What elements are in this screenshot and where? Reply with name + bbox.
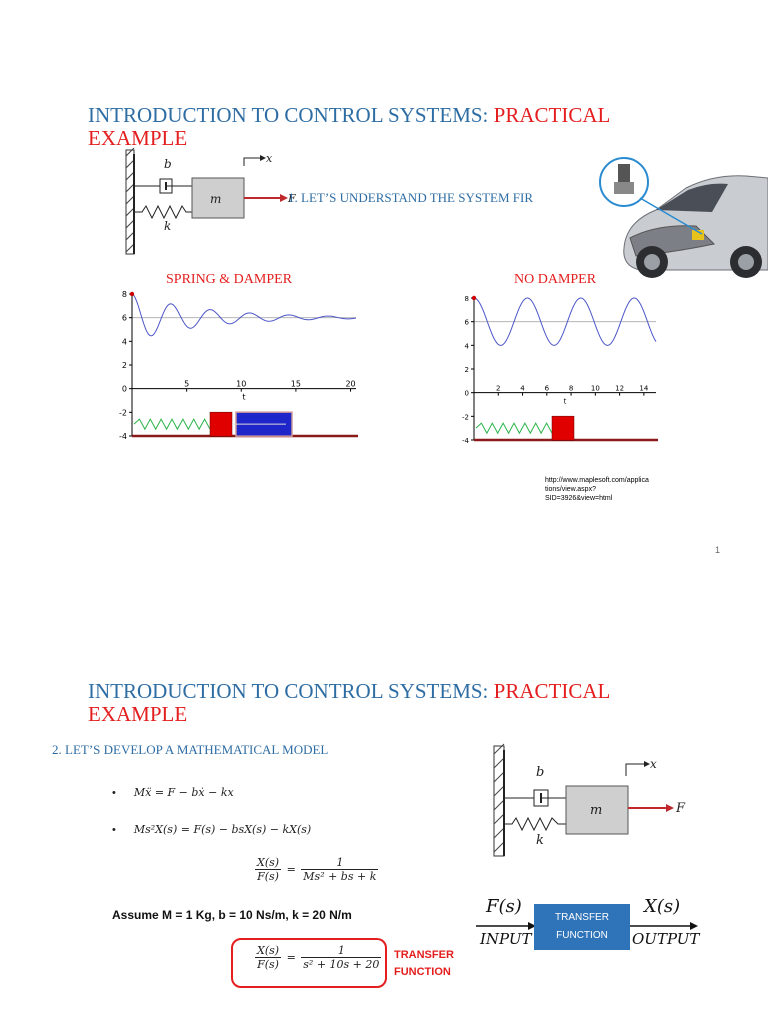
y-tick-label: 0: [465, 390, 469, 398]
spring-animation: [134, 419, 210, 429]
y-tick-label: 6: [465, 319, 470, 327]
x-tick-label: 14: [639, 385, 648, 393]
source-url: http://www.maplesoft.com/applica tions/v…: [545, 476, 685, 503]
x-tick-label: 12: [615, 385, 624, 393]
y-tick-label: -4: [119, 432, 127, 441]
start-point: [130, 292, 134, 296]
slide-2-title: Introduction to Control Systems: Practic…: [88, 680, 708, 726]
slide-1-title: Introduction to Control Systems: Practic…: [88, 104, 708, 150]
slide-1-step-label: 1. Let’s understand the system fir: [288, 190, 533, 206]
diagram-label-b: b: [164, 157, 172, 171]
slide-2-step-label: 2. Let’s develop a mathematical model: [52, 742, 328, 758]
x-tick-label: 10: [236, 380, 246, 389]
y-tick-label: 6: [122, 314, 127, 323]
series-line: [132, 294, 356, 336]
diagram-label-k: k: [536, 833, 544, 848]
x-tick-label: 8: [569, 385, 573, 393]
x-tick-label: 15: [291, 380, 301, 389]
mass-block: [552, 416, 574, 440]
slide-1: Introduction to Control Systems: Practic…: [0, 0, 768, 570]
no-damper-chart: 8 6 4 2 0 -2 -4 2 4 6 8 10 12 14 t: [452, 290, 658, 446]
y-tick-label: -4: [462, 437, 470, 445]
bullet: •: [112, 787, 116, 799]
diagram-label-m: m: [590, 803, 602, 818]
assumptions-text: Assume M = 1 Kg, b = 10 Ns/m, k = 20 N/m: [112, 908, 352, 922]
y-tick-label: 8: [122, 290, 127, 299]
slide-2: Introduction to Control Systems: Practic…: [0, 600, 768, 1024]
x-tick-label: 4: [520, 385, 525, 393]
input-signal-label: F(s): [486, 896, 522, 917]
equation-1: •Mẍ = F − bẋ − kx: [112, 786, 234, 799]
transfer-function-label: TRANSFER FUNCTION: [394, 947, 454, 981]
output-signal-label: X(s): [644, 896, 680, 917]
spring-animation: [476, 423, 552, 433]
x-axis-label: t: [242, 393, 245, 402]
diagram-label-f: F: [675, 801, 686, 816]
input-label: INPUT: [480, 930, 532, 948]
diagram-label-x: x: [650, 757, 657, 771]
mass-spring-damper-diagram: b k m x F: [120, 146, 310, 258]
diagram-label-b: b: [536, 765, 544, 780]
transfer-function-block: TRANSFER FUNCTION: [534, 904, 630, 950]
y-tick-label: 0: [122, 385, 127, 394]
right-chart-caption: NO DAMPER: [514, 272, 596, 288]
bullet: •: [112, 824, 116, 836]
page-number: 1: [715, 545, 720, 555]
x-tick-label: 2: [496, 385, 500, 393]
y-tick-label: -2: [119, 408, 127, 417]
car-suspension-illustration: [596, 152, 768, 288]
y-tick-label: 8: [465, 295, 469, 303]
block-diagram: F(s) X(s) TRANSFER FUNCTION INPUT OUTPUT: [476, 896, 706, 952]
diagram-label-k: k: [164, 219, 171, 233]
x-tick-label: 6: [545, 385, 550, 393]
x-tick-label: 5: [184, 380, 189, 389]
start-point: [472, 296, 476, 300]
x-tick-label: 10: [591, 385, 600, 393]
y-tick-label: 2: [465, 366, 469, 374]
output-label: OUTPUT: [632, 930, 699, 948]
y-tick-label: 4: [122, 337, 127, 346]
y-tick-label: 4: [465, 342, 470, 350]
x-axis-label: t: [564, 398, 567, 406]
equation-2: •Ms²X(s) = F(s) − bsX(s) − kX(s): [112, 823, 311, 836]
diagram-label-m: m: [210, 192, 221, 206]
y-tick-label: -2: [462, 413, 469, 421]
x-tick-label: 20: [345, 380, 355, 389]
mass-spring-damper-diagram-2: b k m x F: [488, 742, 694, 860]
diagram-label-x: x: [266, 152, 273, 165]
y-tick-label: 2: [122, 361, 127, 370]
mass-block: [210, 412, 232, 436]
